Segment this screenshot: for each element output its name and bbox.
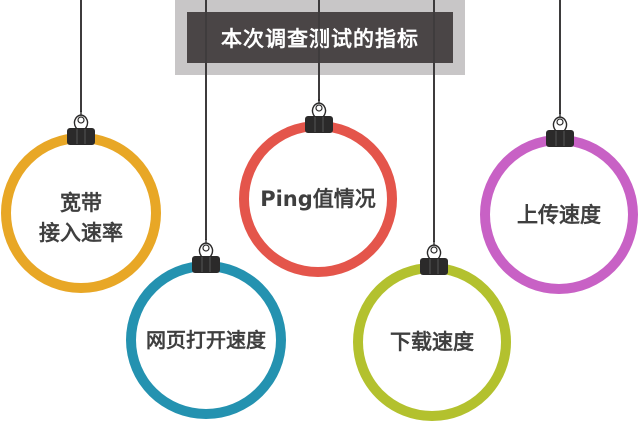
binder-clip-icon	[419, 241, 449, 275]
string-download-over	[433, 0, 435, 12]
string-ping-over2	[318, 12, 320, 63]
string-ping-over	[318, 0, 320, 12]
ring-web-speed-label: 网页打开速度	[146, 328, 266, 352]
string-ping-low	[318, 63, 320, 101]
page-title-text: 本次调查测试的指标	[221, 26, 419, 51]
binder-clip-icon	[545, 113, 575, 147]
string-web-low	[205, 63, 207, 240]
string-web-over2	[205, 12, 207, 63]
binder-clip-icon	[191, 239, 221, 273]
ring-upload-label: 上传速度	[517, 202, 601, 227]
binder-clip-icon	[304, 99, 334, 133]
string-download-over2	[433, 12, 435, 63]
binder-clip-icon	[66, 111, 96, 145]
ring-web-speed: 网页打开速度	[126, 261, 286, 419]
ring-broadband-label: 宽带 接入速率	[39, 191, 123, 245]
string-broadband	[80, 0, 82, 112]
ring-broadband: 宽带 接入速率	[1, 133, 161, 293]
ring-ping: Ping值情况	[239, 121, 397, 277]
string-web-over	[205, 0, 207, 12]
ring-download-label: 下载速度	[390, 330, 474, 354]
string-upload	[559, 0, 561, 114]
ring-download: 下载速度	[353, 263, 511, 421]
ring-ping-label: Ping值情况	[260, 187, 376, 211]
string-download-low	[433, 63, 435, 242]
page-title: 本次调查测试的指标	[187, 12, 453, 63]
ring-upload: 上传速度	[480, 135, 638, 294]
